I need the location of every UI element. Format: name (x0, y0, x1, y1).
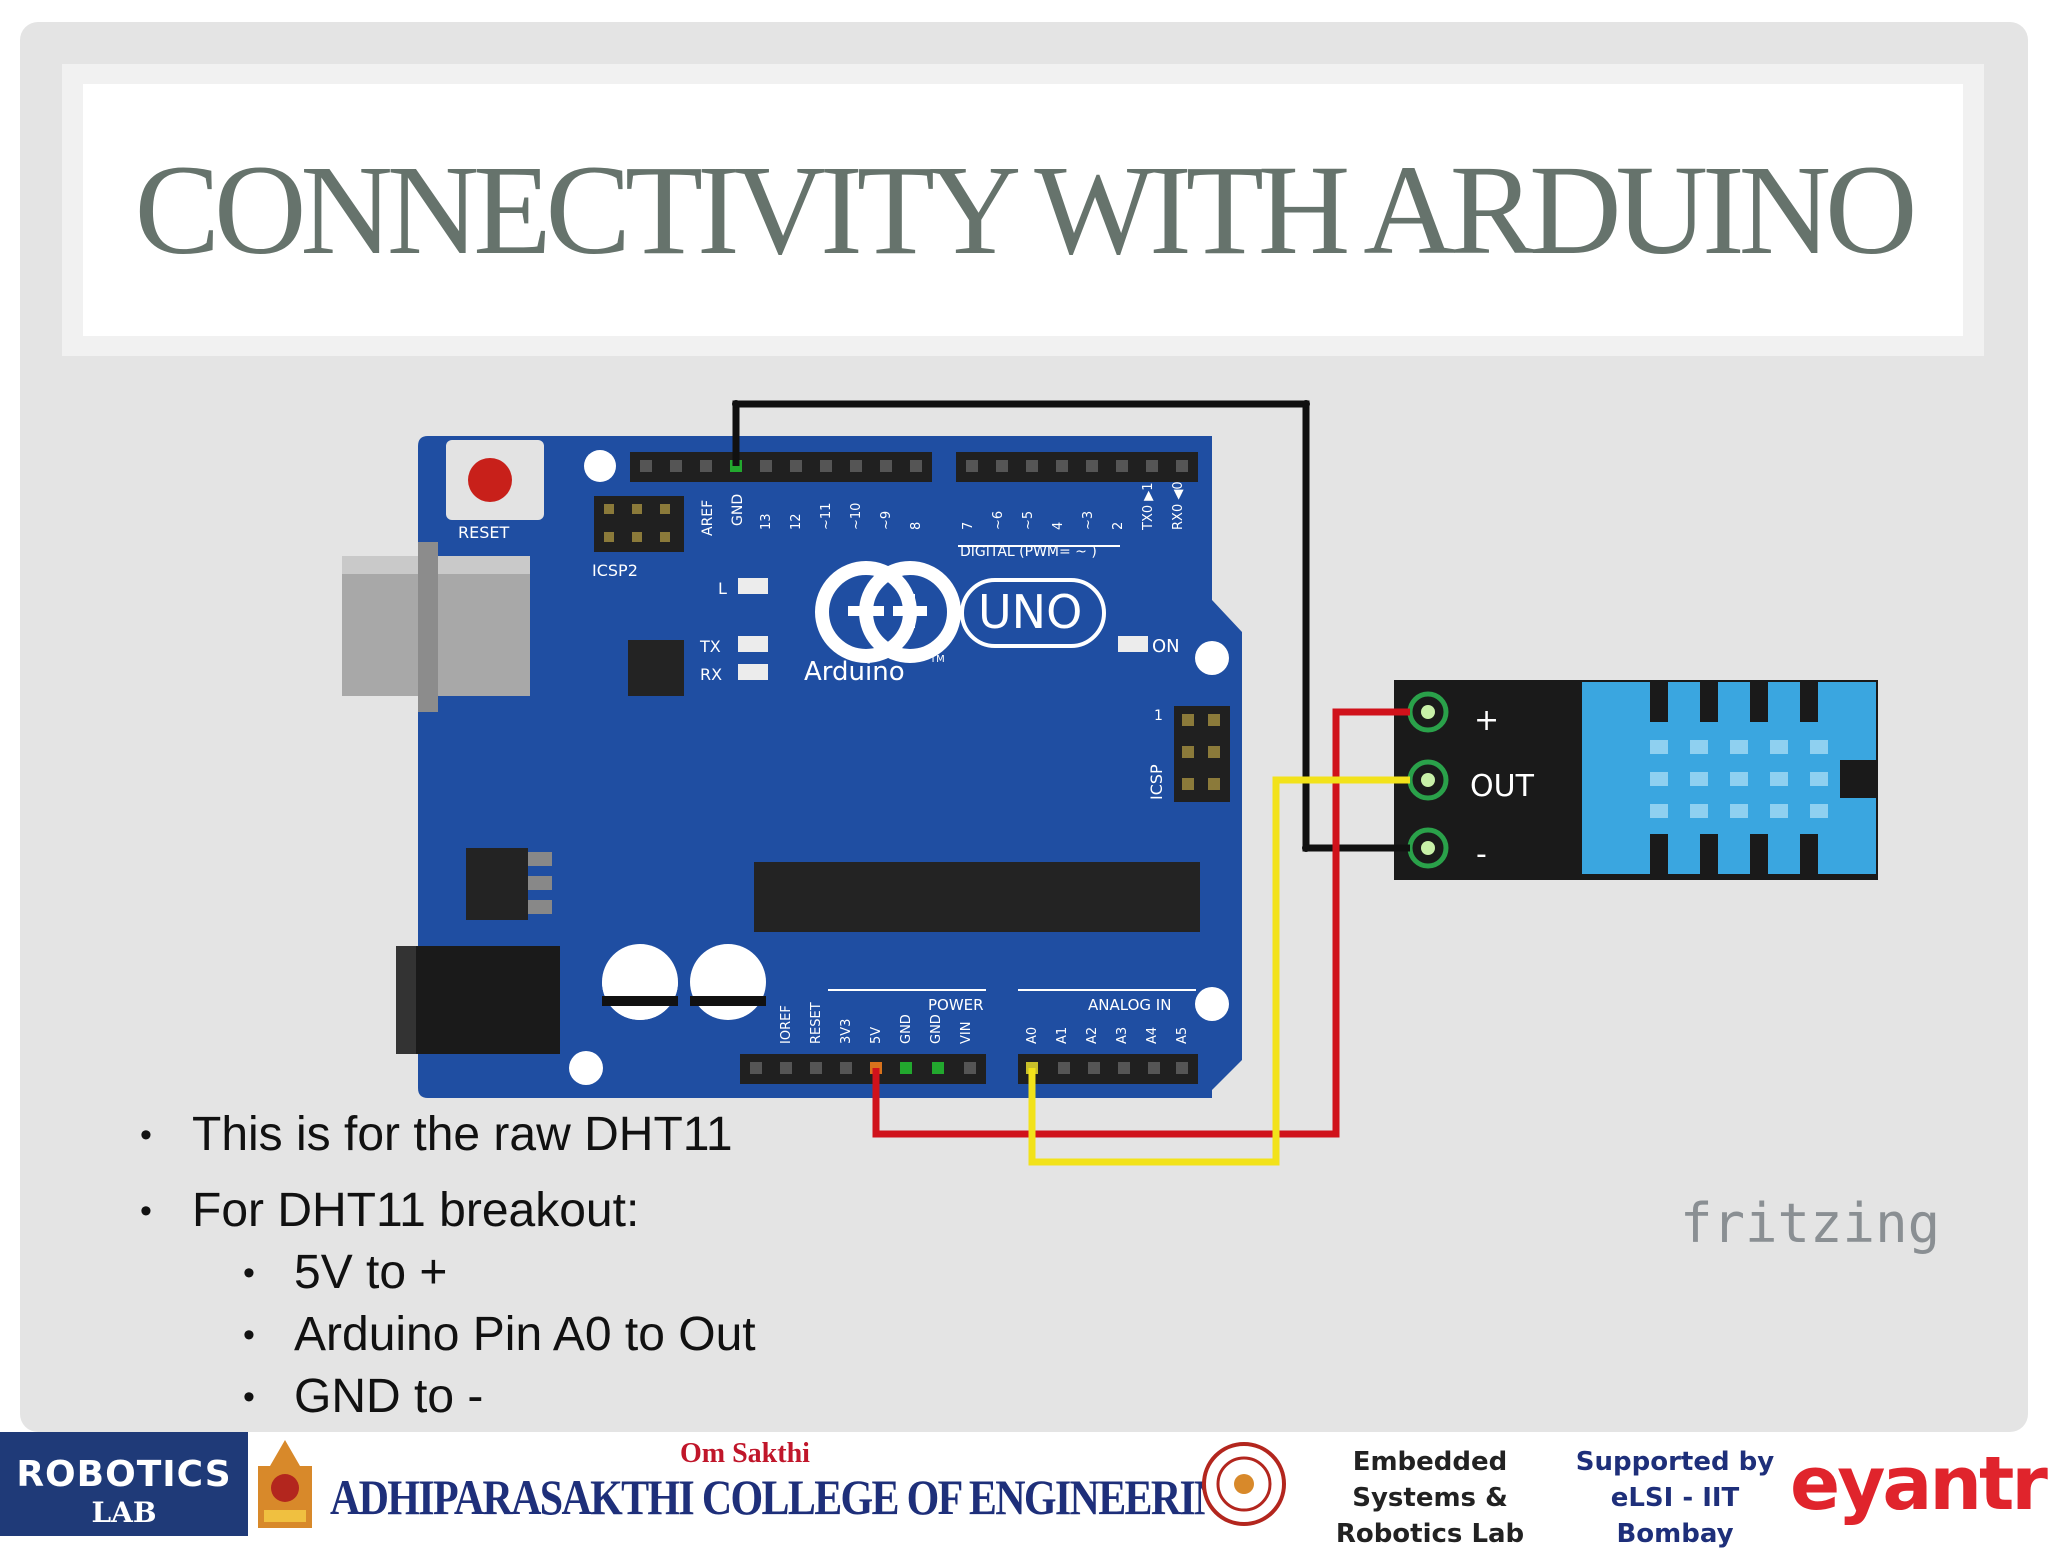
bullet-item: • For DHT11 breakout: (130, 1180, 1030, 1242)
bullet-symbol: • (243, 1378, 255, 1416)
icsp2-label: ICSP2 (592, 561, 638, 580)
digital-pin-label: 13 (759, 513, 774, 530)
sub-bullet-text: 5V to + (294, 1246, 448, 1299)
uno-badge (960, 578, 1106, 648)
led-tx-label: TX (699, 637, 721, 656)
digital-pin-label: RX0 ◀0 (1171, 481, 1186, 530)
digital-label: DIGITAL (PWM= ~ ) (960, 544, 1097, 560)
bullet-symbol: • (140, 1116, 152, 1154)
power-header (740, 1054, 986, 1084)
power-pin-label: RESET (809, 1002, 824, 1044)
arduino-infinity-logo (815, 561, 961, 663)
sub-bullet-item: • 5V to + (130, 1242, 1030, 1304)
eyantra-logo: eyantra (1790, 1441, 2048, 1527)
digital-pin-label: 4 (1051, 522, 1066, 530)
analog-pin-label: A5 (1175, 1027, 1190, 1044)
analog-in-label: ANALOG IN (1088, 996, 1171, 1014)
mounting-hole (569, 1051, 603, 1085)
robotics-lab-line1: ROBOTICS (16, 1454, 232, 1495)
title-box: CONNECTIVITY WITH ARDUINO (83, 84, 1963, 336)
digital-pin-label: ~9 (879, 511, 894, 530)
robotics-lab-line2: LAB (91, 1496, 157, 1529)
bullet-symbol: • (243, 1316, 255, 1354)
sub-bullet-item: • Arduino Pin A0 to Out (130, 1304, 1030, 1366)
power-pin-label: GND (929, 1014, 944, 1044)
slide-title: CONNECTIVITY WITH ARDUINO (134, 138, 1918, 281)
dht11-sensor-body (1582, 682, 1876, 874)
mounting-hole (1195, 641, 1229, 675)
digital-pin-label: 2 (1111, 522, 1126, 530)
supported-line1: Supported by (1575, 1447, 1775, 1477)
power-pin-label: IOREF (779, 1005, 794, 1044)
arduino-label: Arduino (804, 657, 905, 687)
robotics-lab-logo: ROBOTICS LAB (0, 1432, 248, 1536)
fritzing-watermark: fritzing (1680, 1192, 1940, 1255)
sub-bullet-text: Arduino Pin A0 to Out (294, 1308, 756, 1361)
usb-chip (628, 640, 684, 696)
microcontroller-chip (754, 862, 1200, 932)
sensor-out-label: OUT (1470, 769, 1535, 804)
temple-emblem-icon (258, 1440, 312, 1528)
digital-pin-label: ~10 (849, 503, 864, 530)
bullet-item: • This is for the raw DHT11 (130, 1104, 1030, 1166)
digital-pin-label: ~6 (991, 511, 1006, 530)
sensor-minus-label: - (1476, 837, 1487, 872)
analog-pin-label: A4 (1145, 1027, 1160, 1044)
college-subtitle: Om Sakthi (680, 1438, 810, 1469)
bullet-text: For DHT11 breakout: (192, 1184, 640, 1237)
college-seal-icon (1202, 1442, 1286, 1526)
analog-header (1018, 1054, 1198, 1084)
bullet-text: This is for the raw DHT11 (192, 1108, 733, 1161)
uno-label: UNO (978, 585, 1082, 639)
power-wire (872, 708, 1410, 1138)
signal-wire (1028, 776, 1410, 1166)
power-label: POWER (928, 996, 984, 1014)
power-pin-label: GND (899, 1014, 914, 1044)
arduino-board (342, 436, 1242, 1098)
digital-pin-label: TX0 ▶1 (1141, 482, 1156, 531)
digital-header-right (956, 452, 1198, 482)
capacitor (602, 944, 678, 1020)
gnd-top-label: GND (730, 494, 746, 526)
analog-pin-label: A2 (1085, 1027, 1100, 1044)
digital-pin-label: ~11 (819, 503, 834, 530)
dc-jack (396, 946, 560, 1054)
supported-line2: eLSI - IIT Bombay (1610, 1483, 1740, 1549)
digital-pin-label: 12 (789, 513, 804, 530)
sub-bullet-item: • GND to - (130, 1366, 1030, 1428)
analog-pin-label: A1 (1055, 1027, 1070, 1044)
icsp-label: ICSP (1147, 764, 1166, 800)
sensor-plus-label: + (1474, 703, 1499, 738)
bullet-list: • This is for the raw DHT11 • For DHT11 … (130, 1104, 1030, 1428)
icsp-pin1-label: 1 (1154, 708, 1163, 724)
analog-pin-label: A0 (1025, 1027, 1040, 1044)
tm-label: TM (929, 654, 945, 665)
reset-label: RESET (458, 523, 509, 542)
bullet-symbol: • (243, 1254, 255, 1292)
capacitor (690, 944, 766, 1020)
footer-banner: ROBOTICS LAB Om Sakthi ADHIPARASAKTHI CO… (0, 1432, 2048, 1549)
digital-pin-label: ~3 (1081, 511, 1096, 530)
led-rx-label: RX (700, 665, 722, 684)
power-pin-label: 5V (869, 1027, 884, 1044)
sub-bullet-text: GND to - (294, 1370, 484, 1423)
digital-pin-label: 7 (961, 522, 976, 530)
led-l-label: L (718, 579, 727, 598)
lab-line2: Robotics Lab (1335, 1519, 1525, 1549)
digital-pin-label: ~5 (1021, 511, 1036, 530)
voltage-regulator (466, 848, 528, 920)
led-on-label: ON (1152, 636, 1180, 657)
dht11-breakout (1394, 680, 1878, 880)
aref-label: AREF (700, 500, 716, 536)
lab-line1: Embedded Systems & (1352, 1447, 1508, 1513)
bullet-symbol: • (140, 1192, 152, 1230)
power-pin-label: 3V3 (839, 1019, 854, 1044)
mounting-hole (584, 450, 616, 482)
power-pin-label: VIN (959, 1022, 974, 1044)
college-name: ADHIPARASAKTHI COLLEGE OF ENGINEERING (330, 1469, 1255, 1525)
analog-pin-label: A3 (1115, 1027, 1130, 1044)
mounting-hole (1195, 987, 1229, 1021)
digital-pin-label: 8 (909, 522, 924, 530)
